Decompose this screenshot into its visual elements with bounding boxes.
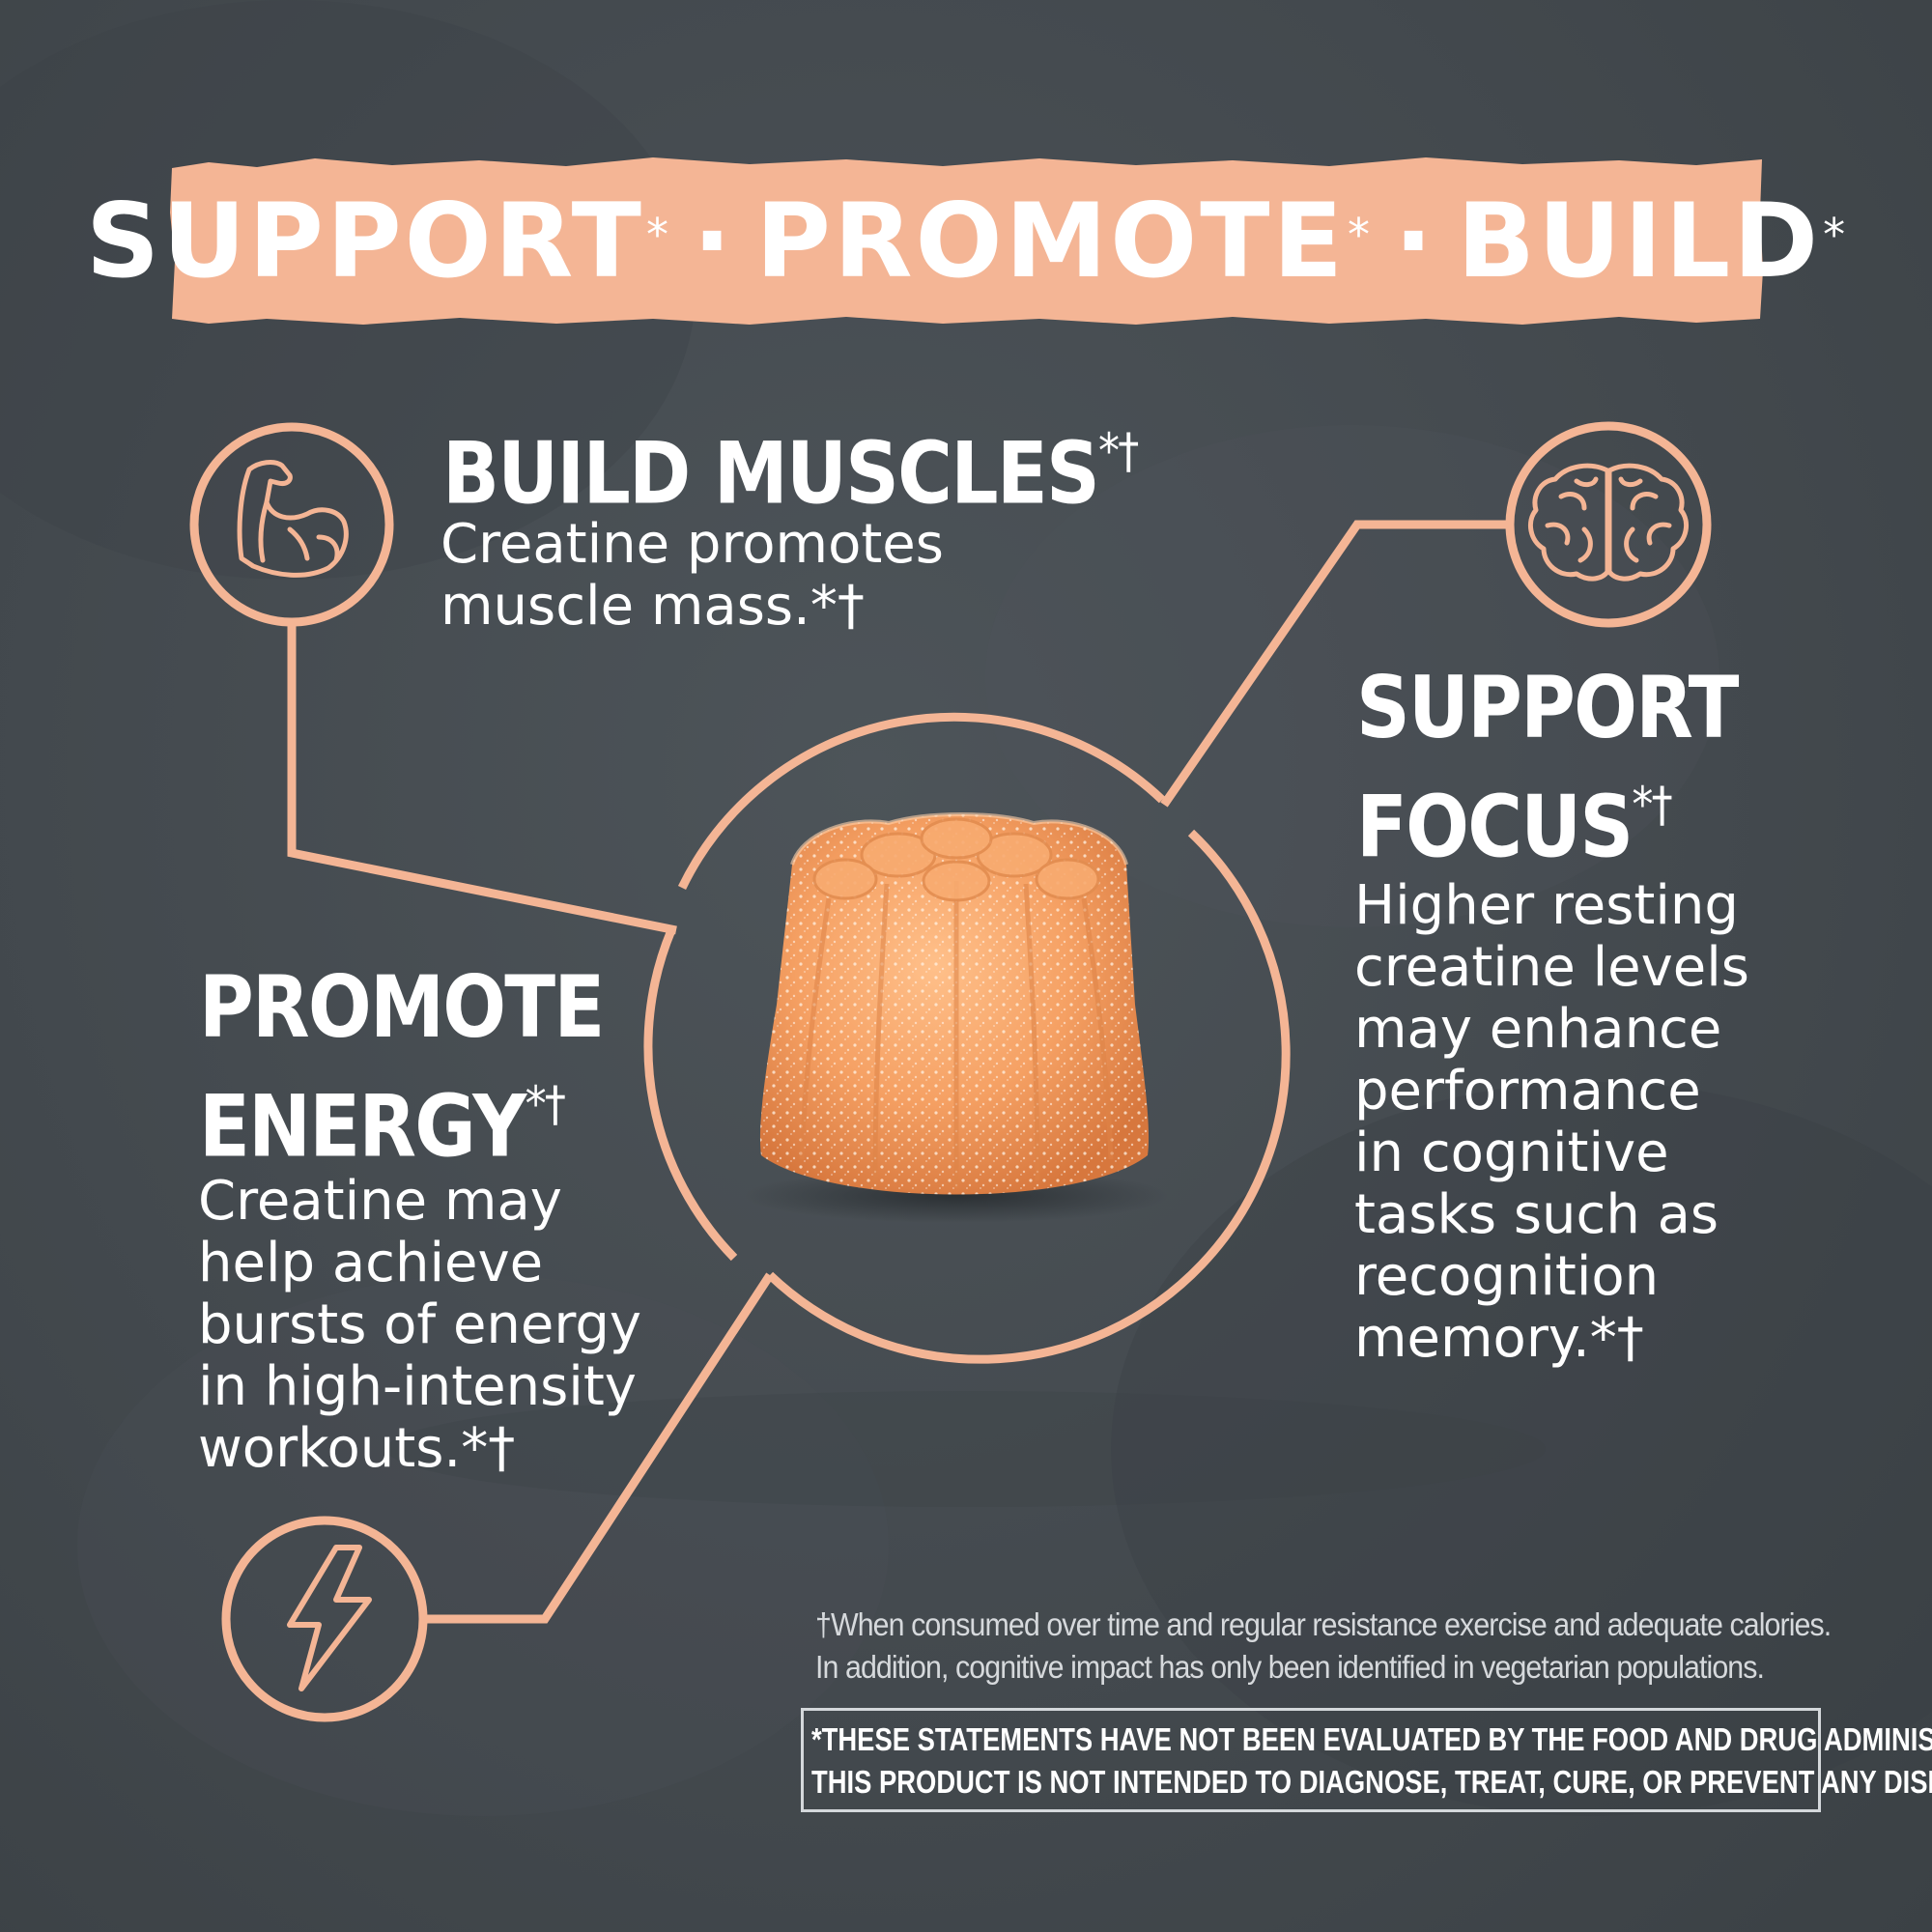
connector-focus (1160, 520, 1508, 808)
footnote-line: In addition, cognitive impact has only b… (815, 1649, 1765, 1685)
support-focus-mark: *† (1632, 777, 1672, 833)
banner-separator: · (692, 181, 735, 300)
banner-mark: * (1823, 209, 1849, 261)
promote-energy-title-line1: PROMOTE (199, 957, 605, 1057)
support-focus-title-line1: SUPPORT (1356, 658, 1739, 757)
lightning-bolt-icon (287, 1545, 372, 1691)
gummy-image (744, 812, 1169, 1223)
banner-word-support: SUPPORT (85, 181, 644, 300)
build-muscles-mark: *† (1098, 423, 1139, 479)
support-focus-text: Higher resting creatine levels may enhan… (1354, 874, 1749, 1370)
banner-separator: · (1393, 181, 1436, 300)
disclaimer-line: *THESE STATEMENTS HAVE NOT BEEN EVALUATE… (811, 1721, 1932, 1757)
center-ring-arc (643, 928, 738, 1262)
promote-energy-text: Creatine may help achieve bursts of ener… (198, 1170, 642, 1480)
banner-mark: * (1347, 209, 1373, 261)
banner-word-promote: PROMOTE (755, 181, 1346, 300)
promote-energy-title: PROMOTE ENERGY*† (199, 956, 605, 1178)
center-ring-arc (766, 829, 1291, 1364)
support-focus-title-line2: FOCUS (1356, 777, 1634, 877)
support-focus-title: SUPPORT FOCUS*† (1356, 657, 1739, 878)
footnote-line: †When consumed over time and regular res… (815, 1606, 1832, 1642)
build-muscles-title: BUILD MUSCLES*† (442, 406, 1139, 525)
connector-energy (423, 1272, 774, 1624)
disclaimer-line: THIS PRODUCT IS NOT INTENDED TO DIAGNOSE… (811, 1764, 1932, 1800)
center-ring-arc (677, 712, 1166, 890)
banner-mark: * (645, 209, 671, 261)
flexed-arm-icon (237, 460, 349, 578)
brain-icon-circle (1505, 421, 1712, 628)
promote-energy-mark: *† (525, 1076, 566, 1132)
build-muscles-title-text: BUILD MUSCLES (442, 423, 1100, 524)
fda-disclaimer: *THESE STATEMENTS HAVE NOT BEEN EVALUATE… (801, 1708, 1932, 1812)
muscle-icon-circle (189, 422, 394, 627)
promote-energy-title-line2: ENERGY (199, 1076, 526, 1177)
energy-icon-circle (221, 1516, 428, 1722)
brain-icon (1527, 463, 1690, 582)
banner-title: SUPPORT* · PROMOTE* · BUILD* (86, 155, 1845, 327)
build-muscles-text: Creatine promotes muscle mass.*† (440, 513, 944, 638)
connector-muscle (287, 622, 677, 935)
banner-background (170, 157, 1763, 325)
banner-word-build: BUILD (1457, 181, 1822, 300)
footnote: †When consumed over time and regular res… (815, 1604, 1832, 1689)
